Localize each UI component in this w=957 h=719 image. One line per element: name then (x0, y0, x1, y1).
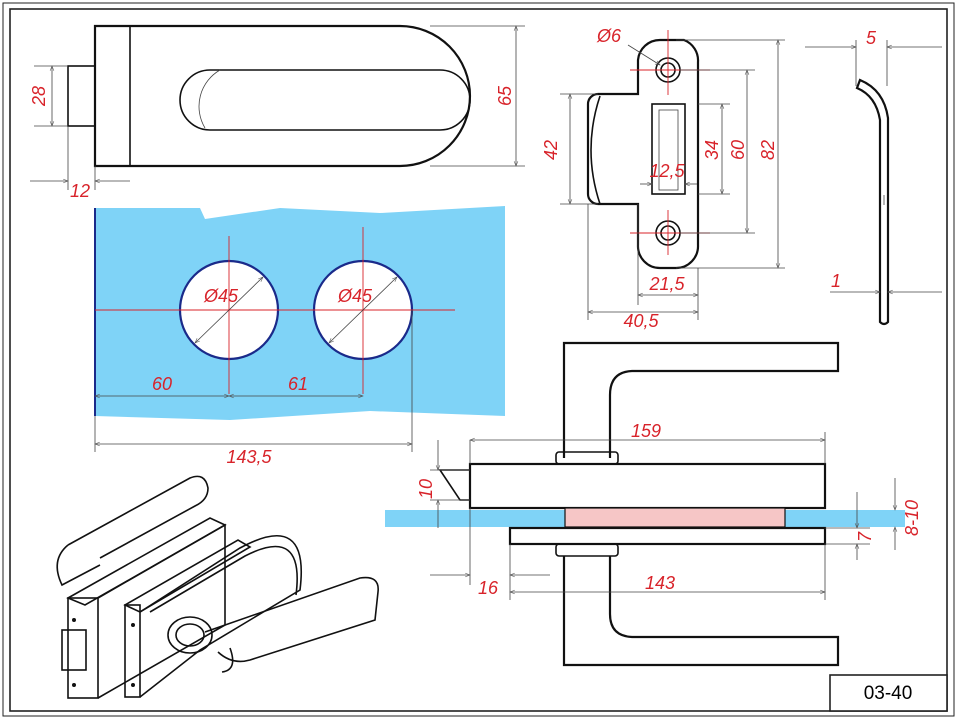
dim-hole-right: Ø45 (337, 286, 373, 306)
dim-strike-21-5: 21,5 (648, 274, 685, 294)
strike-plate (560, 30, 785, 320)
inner-frame (9, 8, 948, 712)
dim-strike-40-5: 40,5 (623, 311, 659, 331)
dim-bolt-height: 10 (416, 479, 436, 499)
dim-offset-left: 60 (152, 374, 172, 394)
assembly-view (385, 341, 905, 667)
dim-strike-34: 34 (702, 140, 722, 160)
dim-glass-thickness: 8-10 (902, 500, 922, 536)
side-profile (805, 40, 942, 326)
dim-total-width: 143,5 (226, 447, 272, 467)
lock-top-view (30, 24, 525, 190)
dim-lock-total-height: 65 (495, 85, 515, 106)
dim-total-length: 159 (631, 421, 661, 441)
dim-body-length: 143 (645, 573, 675, 593)
dim-offset-between: 61 (288, 374, 308, 394)
dim-strike-60: 60 (728, 140, 748, 160)
dim-profile-top: 5 (866, 28, 877, 48)
dim-lock-offset: 12 (70, 181, 90, 201)
dim-lock-height: 28 (29, 86, 49, 107)
title-block (829, 674, 948, 712)
drawing-number: 03-40 (864, 683, 913, 704)
dim-bolt-offset: 16 (478, 578, 499, 598)
glass-cutout (94, 206, 505, 452)
dim-hole: Ø6 (596, 26, 622, 46)
dim-slot-width: 12,5 (649, 161, 685, 181)
dim-strike-42: 42 (541, 140, 561, 160)
dim-strike-82: 82 (758, 140, 778, 160)
dim-plate-thickness: 7 (855, 531, 875, 542)
isometric-lock (56, 475, 379, 699)
dim-hole-left: Ø45 (203, 286, 239, 306)
dim-profile-bottom: 1 (831, 271, 841, 291)
